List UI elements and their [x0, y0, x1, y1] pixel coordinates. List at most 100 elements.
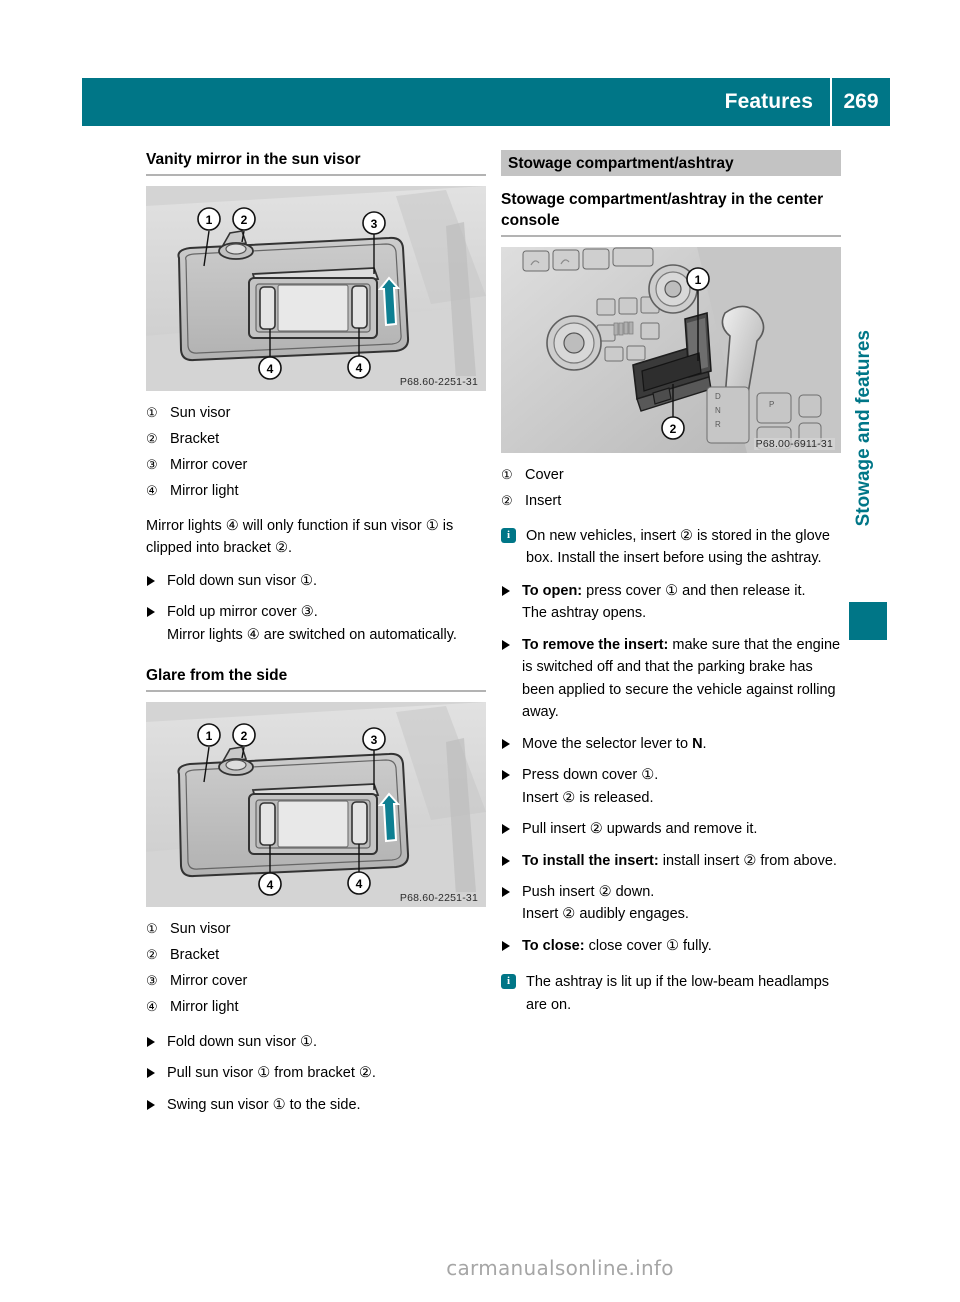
right-column: Stowage compartment/ashtray Stowage comp… [501, 150, 841, 1016]
step-bullet-icon [147, 575, 155, 586]
callout-number: ③ [146, 457, 158, 473]
step-item: Press down cover ①. Insert ② is released… [501, 764, 841, 809]
figure-sun-visor-1: 1 2 3 4 4 P68.60-2251-31 [146, 186, 486, 392]
callout-item: ② Insert [501, 489, 841, 515]
step-list-vanity-mirror: Fold down sun visor ①. Fold up mirror co… [146, 570, 486, 646]
svg-text:D: D [715, 392, 721, 401]
callout-list-ashtray: ① Cover ② Insert [501, 463, 841, 515]
svg-text:4: 4 [267, 878, 274, 892]
step-text: close cover ① fully. [584, 937, 712, 954]
step-item: Swing sun visor ① to the side. [146, 1094, 486, 1116]
figure-id-label: P68.60-2251-31 [397, 892, 480, 905]
step-bullet-icon [502, 855, 510, 866]
step-item: Fold up mirror cover ③. Mirror lights ④ … [146, 601, 486, 646]
step-text: press cover ① and then release it. [582, 582, 806, 599]
heading-rule [501, 235, 841, 238]
page-header-bar: Features 269 [82, 78, 890, 126]
step-result-text: Mirror lights ④ are switched on automati… [167, 626, 457, 643]
callout-label: Insert [525, 493, 562, 510]
page-header-title: Features [724, 90, 813, 113]
svg-text:2: 2 [670, 422, 677, 436]
svg-text:N: N [715, 406, 721, 415]
sun-visor-illustration: 1 2 3 4 4 [146, 186, 486, 392]
callout-label: Bracket [170, 431, 220, 448]
step-item: To install the insert: install insert ② … [501, 850, 841, 872]
step-list-ashtray: To open: press cover ① and then release … [501, 580, 841, 958]
step-item: Fold down sun visor ①. [146, 570, 486, 592]
step-bullet-icon [502, 824, 510, 835]
svg-text:3: 3 [371, 733, 378, 747]
svg-text:4: 4 [267, 362, 274, 376]
callout-label: Sun visor [170, 405, 231, 422]
callout-item: ② Bracket [146, 427, 486, 453]
callout-number: ② [501, 493, 513, 509]
callout-item: ③ Mirror cover [146, 969, 486, 995]
step-item: Move the selector lever to N. [501, 733, 841, 755]
callout-label: Mirror light [170, 482, 239, 499]
note-text: The ashtray is lit up if the low-beam he… [526, 974, 830, 1013]
svg-text:4: 4 [356, 877, 363, 891]
svg-text:P: P [769, 400, 774, 409]
callout-item: ① Sun visor [146, 401, 486, 427]
svg-text:R: R [715, 420, 721, 429]
step-text: Pull insert ② upwards and remove it. [522, 821, 758, 838]
heading-vanity-mirror: Vanity mirror in the sun visor [146, 151, 361, 168]
sun-visor-illustration: 1 2 3 4 4 [146, 702, 486, 908]
note-text: On new vehicles, insert ② is stored in t… [526, 527, 830, 567]
footer-watermark: carmanualsonline.info [446, 1256, 674, 1280]
step-result-text: Insert ② is released. [522, 789, 654, 806]
callout-number: ① [501, 467, 513, 483]
center-console-illustration: DNR P 1 2 [501, 247, 841, 454]
step-result-text: Insert ② audibly engages. [522, 906, 689, 923]
step-bullet-icon [502, 886, 510, 897]
heading-rule [146, 690, 486, 693]
step-text: Fold up mirror cover ③. [167, 604, 318, 621]
callout-list-vanity-mirror: ① Sun visor ② Bracket ③ Mirror cover ④ M… [146, 401, 486, 504]
step-bullet-icon [502, 940, 510, 951]
step-text: Press down cover ①. [522, 767, 659, 784]
callout-label: Bracket [170, 947, 220, 964]
page-number: 269 [843, 90, 879, 113]
callout-item: ① Cover [501, 463, 841, 489]
step-label: To open: [522, 582, 583, 599]
callout-item: ④ Mirror light [146, 479, 486, 505]
step-text: Move the selector lever to [522, 735, 693, 752]
callout-label: Mirror cover [170, 973, 248, 990]
step-text: Fold down sun visor ①. [167, 572, 318, 589]
callout-item: ③ Mirror cover [146, 453, 486, 479]
note-glove-box-insert: i On new vehicles, insert ② is stored in… [501, 525, 841, 570]
heading-rule [146, 174, 486, 177]
step-bullet-icon [502, 770, 510, 781]
step-text-tail: . [702, 735, 707, 752]
info-icon: i [501, 974, 516, 990]
callout-item: ② Bracket [146, 943, 486, 969]
step-list-glare: Fold down sun visor ①. Pull sun visor ① … [146, 1031, 486, 1116]
step-item: Pull insert ② upwards and remove it. [501, 818, 841, 840]
header-divider [830, 78, 832, 126]
step-bullet-icon [502, 585, 510, 596]
svg-text:3: 3 [371, 217, 378, 231]
paragraph-mirror-lights: Mirror lights ④ will only function if su… [146, 517, 454, 557]
left-column: Vanity mirror in the sun visor [146, 150, 486, 1116]
step-label: To install the insert: [522, 852, 659, 869]
heading-center-console: Stowage compartment/ashtray in the cente… [501, 191, 824, 229]
callout-number: ② [146, 947, 158, 963]
callout-number: ① [146, 405, 158, 421]
figure-id-label: P68.00-6911-31 [753, 438, 835, 451]
step-item: To close: close cover ① fully. [501, 935, 841, 957]
step-item: Fold down sun visor ①. [146, 1031, 486, 1053]
step-item: To open: press cover ① and then release … [501, 580, 841, 625]
heading-glare-from-side: Glare from the side [146, 666, 288, 684]
step-text: Swing sun visor ① to the side. [167, 1096, 361, 1113]
info-icon: i [501, 527, 516, 543]
step-bullet-icon [147, 1036, 155, 1047]
svg-text:1: 1 [695, 273, 702, 287]
step-bullet-icon [502, 738, 510, 749]
step-item: Push insert ② down. Insert ② audibly eng… [501, 881, 841, 926]
step-text: Fold down sun visor ①. [167, 1033, 318, 1050]
side-chapter-tab: Stowage and features [849, 330, 879, 600]
step-item: To remove the insert: make sure that the… [501, 634, 841, 724]
callout-number: ④ [146, 482, 158, 498]
section-header-stowage-ashtray: Stowage compartment/ashtray [501, 150, 841, 177]
